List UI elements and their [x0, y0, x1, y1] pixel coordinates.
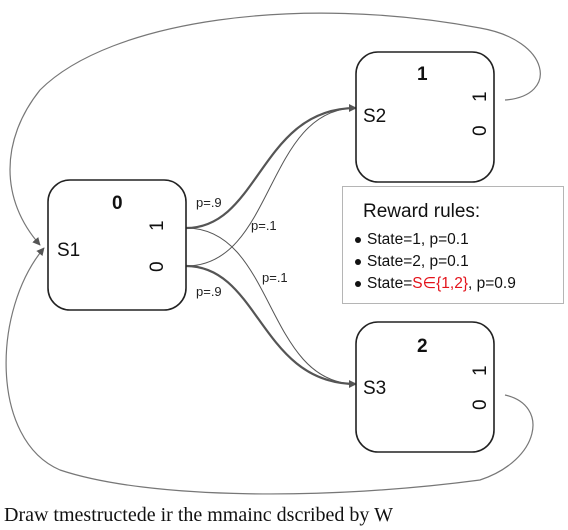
- state-s3-action-0: 0: [470, 399, 491, 410]
- state-s3-name: S3: [363, 378, 386, 399]
- edge-a0-to-s3: [185, 264, 357, 388]
- legend-rule: State=2, p=0.1: [353, 251, 563, 273]
- legend-rule-suffix: , p=0.9: [468, 275, 516, 292]
- figure-caption: Draw tmestructede ir the mmainc dscribed…: [4, 504, 393, 526]
- state-s1-action-1: 1: [147, 220, 168, 231]
- state-s2-value: 1: [417, 64, 428, 85]
- prob-a0-to-s2: p=.1: [251, 218, 277, 233]
- loop-s2-to-s1: [9, 12, 541, 246]
- reward-rules-legend: Reward rules: State=1, p=0.1 State=2, p=…: [342, 186, 564, 304]
- legend-rule-highlight: S∈{1,2}: [412, 275, 468, 292]
- edge-a1-to-s3: [185, 227, 357, 388]
- bullet-icon: [355, 237, 361, 243]
- legend-rule: State=S∈{1,2}, p=0.9: [353, 273, 563, 295]
- state-s1-name: S1: [57, 240, 80, 261]
- state-s1-value: 0: [112, 193, 123, 214]
- legend-rule-prefix: State=: [367, 275, 413, 292]
- prob-a0-to-s3: p=.9: [196, 284, 222, 299]
- state-s2: 1 S2 1 0: [355, 51, 495, 183]
- state-s2-action-0: 0: [470, 125, 491, 136]
- loop-s3-to-s1: [5, 247, 534, 495]
- legend-rule-text: State=1, p=0.1: [367, 231, 469, 248]
- edge-a0-to-s2: [185, 104, 357, 267]
- state-s2-name: S2: [363, 106, 386, 127]
- state-s1: 0 S1 1 0: [47, 179, 187, 311]
- legend-title: Reward rules:: [363, 201, 481, 222]
- bullet-icon: [355, 259, 361, 265]
- legend-rule-list: State=1, p=0.1 State=2, p=0.1 State=S∈{1…: [353, 229, 563, 295]
- prob-a1-to-s2: p=.9: [196, 195, 222, 210]
- prob-a1-to-s3: p=.1: [262, 270, 288, 285]
- state-s1-action-0: 0: [147, 261, 168, 272]
- bullet-icon: [355, 281, 361, 287]
- state-s3-value: 2: [417, 336, 428, 357]
- legend-rule: State=1, p=0.1: [353, 229, 563, 251]
- state-s2-action-1: 1: [470, 91, 491, 102]
- legend-rule-text: State=2, p=0.1: [367, 253, 469, 270]
- state-s3: 2 S3 1 0: [355, 321, 495, 453]
- edge-a1-to-s2: [185, 104, 357, 230]
- state-s3-action-1: 1: [470, 365, 491, 376]
